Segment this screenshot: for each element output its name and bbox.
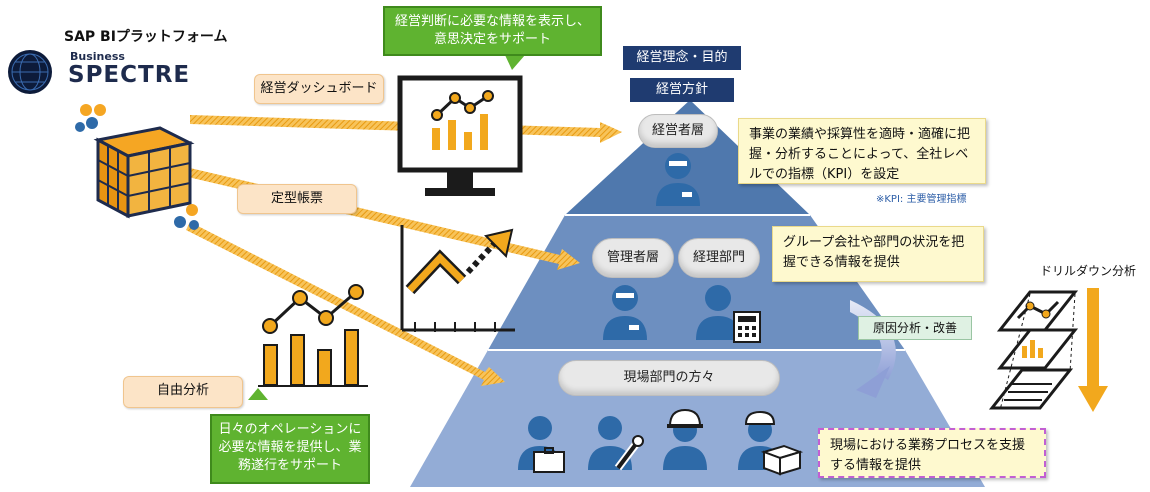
free-analysis-tag: 自由分析 — [123, 376, 243, 408]
accounting-tier-label: 経理部門 — [678, 238, 760, 278]
drilldown-down-arrow-icon — [1078, 288, 1108, 412]
report-trend-icon — [400, 225, 515, 332]
top-support-bubble: 経営判断に必要な情報を表示し、意思決定をサポート — [383, 6, 602, 56]
field-tier-label: 現場部門の方々 — [558, 360, 780, 396]
bottom-bubble-tail — [248, 388, 268, 400]
data-cube-icon — [75, 104, 199, 230]
logo-small-text: Business — [70, 50, 125, 63]
policy-box: 経営方針 — [630, 78, 734, 102]
platform-label: SAP BIプラットフォーム — [64, 29, 228, 45]
executive-tier-label: 経営者層 — [638, 114, 718, 148]
field-worker-helmet-icon — [663, 408, 707, 470]
logo-big-text: SPECTRE — [68, 62, 191, 88]
kpi-note: ※KPI: 主要管理指標 — [876, 194, 967, 205]
field-worker-mechanic-icon — [588, 416, 644, 471]
cause-analysis-label: 原因分析・改善 — [858, 316, 972, 340]
executive-person-icon — [656, 153, 700, 206]
manager-callout: グループ会社や部門の状況を把握できる情報を提供 — [772, 226, 984, 282]
drilldown-layers-icon — [988, 290, 1079, 411]
manager-tier-label: 管理者層 — [592, 238, 674, 278]
drilldown-title: ドリルダウン分析 — [1040, 264, 1137, 278]
top-bubble-tail — [505, 55, 525, 70]
executive-callout: 事業の業績や採算性を適時・適確に把握・分析することによって、全社レベルでの指標（… — [738, 118, 986, 184]
philosophy-box: 経営理念・目的 — [623, 46, 741, 70]
dashboard-monitor-icon — [397, 75, 523, 196]
report-tag: 定型帳票 — [237, 184, 357, 214]
field-worker-delivery-icon — [738, 410, 804, 476]
field-callout: 現場における業務プロセスを支援する情報を提供 — [818, 428, 1046, 478]
free-analysis-icon — [258, 284, 368, 387]
bottom-support-bubble: 日々のオペレーションに必要な情報を提供し、業務遂行をサポート — [210, 414, 370, 484]
field-worker-business-icon — [518, 416, 565, 473]
improvement-cycle-arrow — [850, 300, 896, 398]
dashboard-tag: 経営ダッシュボード — [254, 74, 384, 104]
spectre-logo-sphere-icon — [8, 50, 52, 94]
manager-person-icon — [603, 285, 647, 340]
accounting-person-icon — [696, 285, 761, 343]
